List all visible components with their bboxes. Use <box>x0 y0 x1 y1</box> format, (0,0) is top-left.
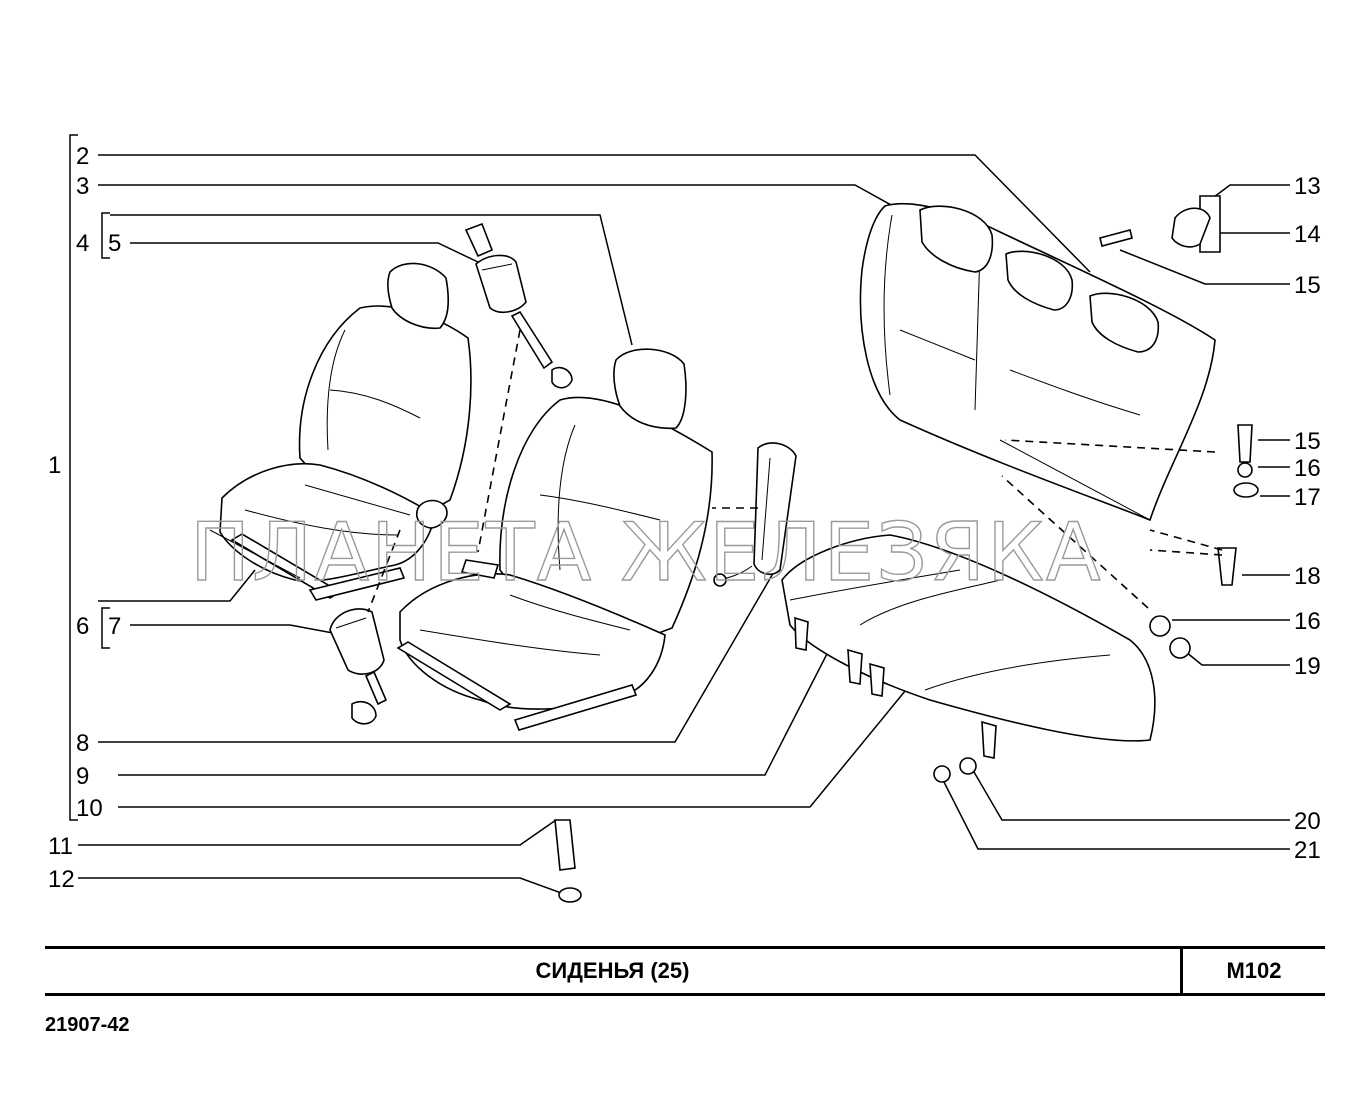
callout-labels: 1 2 3 4 5 6 7 8 9 10 11 12 13 14 15 15 1… <box>48 143 1321 893</box>
callout-16a: 16 <box>1294 455 1321 482</box>
callout-2: 2 <box>76 143 89 170</box>
center-front-seat <box>396 348 713 731</box>
watermark: ПЛАНЕТА ЖЕЛЕЗЯКА <box>190 506 1103 599</box>
callout-10: 10 <box>76 795 103 822</box>
callout-6: 6 <box>76 613 89 640</box>
callout-9: 9 <box>76 763 89 790</box>
title-block: СИДЕНЬЯ (25) M102 <box>45 946 1325 996</box>
rear-seat-cushion <box>781 534 1156 759</box>
belt-buckle-upper <box>464 222 573 389</box>
rear-hinge-bracket <box>1099 195 1221 253</box>
belt-buckle-lower <box>329 608 388 725</box>
side-airbag-module <box>713 442 797 587</box>
callout-8: 8 <box>76 730 89 757</box>
diagram-title: СИДЕНЬЯ (25) <box>535 958 690 983</box>
sheet-code: M102 <box>1226 958 1282 983</box>
callout-15a: 15 <box>1294 272 1321 299</box>
callout-18: 18 <box>1294 563 1321 590</box>
callout-11: 11 <box>48 833 73 860</box>
callout-4: 4 <box>76 230 89 257</box>
fasteners-right <box>554 424 1259 903</box>
callout-17: 17 <box>1294 484 1321 511</box>
title-divider <box>1180 949 1183 993</box>
assembly-dashed-lines <box>367 329 1223 613</box>
leader-lines <box>78 154 1290 895</box>
callout-21: 21 <box>1294 837 1321 864</box>
left-front-seat <box>209 262 472 601</box>
callout-16b: 16 <box>1294 608 1321 635</box>
rear-seat-back <box>859 202 1216 522</box>
callout-13: 13 <box>1294 173 1321 200</box>
callout-12: 12 <box>48 866 75 893</box>
callout-7: 7 <box>108 613 121 640</box>
callout-15b: 15 <box>1294 428 1321 455</box>
callout-19: 19 <box>1294 653 1321 680</box>
drawing-number: 21907-42 <box>45 1014 130 1036</box>
callout-1: 1 <box>48 452 61 479</box>
callout-14: 14 <box>1294 221 1321 248</box>
callout-5: 5 <box>108 230 121 257</box>
callout-20: 20 <box>1294 808 1321 835</box>
group-brackets <box>69 134 110 821</box>
callout-3: 3 <box>76 173 89 200</box>
